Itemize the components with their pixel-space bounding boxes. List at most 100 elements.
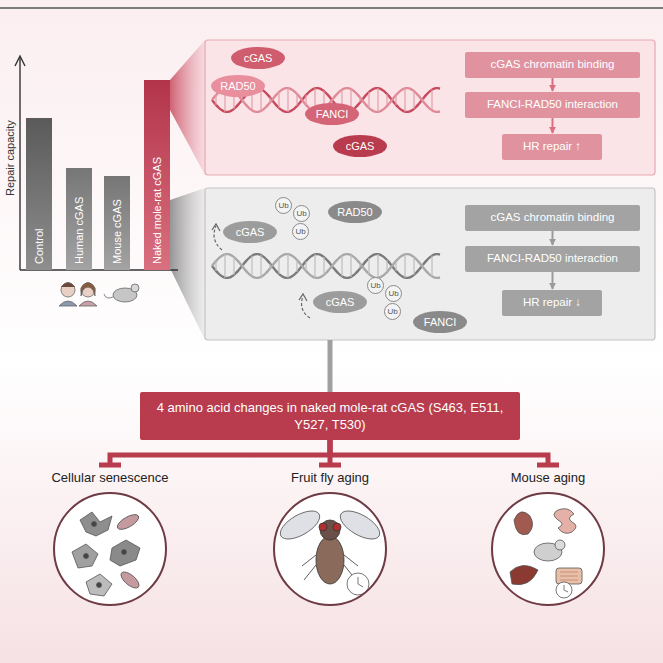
- ellipse-shape: [336, 505, 384, 544]
- base-pair: [287, 254, 288, 278]
- base-pair: [341, 256, 342, 277]
- circle-shape: [122, 550, 127, 555]
- path-shape: [110, 540, 140, 566]
- box-text: 4 amino acid changes in naked mole-rat c…: [150, 399, 510, 433]
- circle-ground: [275, 494, 385, 604]
- circle-shape: [92, 522, 97, 527]
- rect-shape: [556, 568, 582, 584]
- path-shape: [299, 294, 307, 301]
- path-shape: [104, 294, 113, 298]
- flow-arrow: [552, 231, 554, 245]
- box-text: cGAS chromatin binding: [490, 210, 614, 226]
- mouse-organs: [510, 509, 582, 598]
- base-pair: [368, 92, 369, 108]
- path-shape: [81, 283, 95, 297]
- base-pair: [287, 88, 288, 112]
- path-shape: [61, 283, 75, 288]
- path-shape: [59, 301, 77, 306]
- circle-heading: Mouse aging: [475, 470, 621, 486]
- panel: [205, 188, 655, 340]
- box-text: FANCI-RAD50 interaction: [487, 97, 618, 113]
- path-shape: [79, 301, 97, 306]
- base-pair: [233, 257, 234, 275]
- base-pair: [377, 88, 378, 112]
- fruit-fly: [276, 505, 384, 595]
- ubiquitin-tag: Ub: [385, 285, 402, 302]
- base-pair: [296, 260, 297, 272]
- ubiquitin-tag: Ub: [275, 197, 292, 214]
- base-pair: [215, 261, 216, 271]
- circle-shape: [81, 283, 95, 297]
- ellipse-shape: [115, 512, 141, 533]
- inhibition-line: [110, 440, 330, 465]
- bar-label: Naked mole-rat cGAS: [151, 157, 163, 264]
- base-pair: [305, 95, 306, 105]
- link-line: [328, 340, 333, 392]
- path-shape: [302, 555, 358, 580]
- process-box: cGAS chromatin binding: [465, 52, 640, 78]
- box-text: FANCI-RAD50 interaction: [487, 251, 618, 267]
- circle-shape: [347, 573, 369, 595]
- process-box: cGAS chromatin binding: [465, 205, 640, 231]
- bar-label: Human cGAS: [73, 197, 85, 264]
- highlight-wedge: [170, 188, 205, 340]
- base-pair: [332, 265, 333, 268]
- base-pair: [260, 255, 261, 277]
- circle-ground: [493, 494, 603, 604]
- circle-shape: [61, 283, 75, 297]
- base-pair: [278, 258, 279, 274]
- base-pair: [242, 99, 243, 102]
- bar-label: Control: [33, 229, 45, 264]
- dna-helix: [212, 254, 440, 278]
- circle-shape: [319, 523, 327, 531]
- path-shape: [86, 574, 112, 596]
- base-pair: [413, 257, 414, 275]
- line-shape: [19, 58, 20, 270]
- path-shape: [358, 577, 363, 587]
- path-shape: [554, 509, 576, 534]
- g-shape: [216, 254, 432, 278]
- protein-blob: RAD50: [211, 75, 265, 97]
- protein-blob: cGAS: [223, 221, 277, 243]
- path-shape: [214, 226, 222, 250]
- base-pair: [260, 89, 261, 111]
- path-shape: [212, 224, 220, 231]
- circle-heading: Fruit fly aging: [257, 470, 403, 486]
- base-pair: [422, 99, 423, 102]
- path-shape: [560, 572, 578, 580]
- base-pair: [305, 261, 306, 271]
- protein-name: FANCI: [424, 315, 456, 330]
- outcome-circle: Cellular senescence: [37, 470, 183, 606]
- base-pair: [395, 95, 396, 105]
- protein-name: FANCI: [316, 107, 348, 122]
- chart-axes: [15, 56, 178, 270]
- base-pair: [368, 258, 369, 274]
- outcome-circle: Mouse aging: [475, 470, 621, 606]
- base-pair: [269, 98, 270, 103]
- ubiquitin-tag: Ub: [293, 205, 310, 222]
- flow-arrow: [552, 78, 554, 91]
- base-pair: [251, 256, 252, 277]
- circle-outline: [491, 492, 605, 606]
- bar: Control: [26, 118, 52, 270]
- path-shape: [80, 512, 112, 536]
- protein-name: cGAS: [236, 225, 265, 240]
- base-pair: [395, 261, 396, 271]
- circle-shape: [97, 583, 102, 588]
- ubiquitin-tag: Ub: [292, 223, 309, 240]
- bar: Human cGAS: [66, 168, 92, 270]
- axis-label: Repair capacity: [4, 120, 16, 196]
- protein-name: RAD50: [220, 79, 255, 94]
- base-pair: [269, 264, 270, 269]
- base-pair: [242, 265, 243, 268]
- circle-shape: [131, 284, 139, 292]
- base-pair: [413, 91, 414, 109]
- mutation-box: 4 amino acid changes in naked mole-rat c…: [140, 392, 520, 440]
- outcome-circle: Fruit fly aging: [257, 470, 403, 606]
- base-pair: [215, 95, 216, 105]
- base-pair: [332, 99, 333, 102]
- protein-blob: RAD50: [328, 201, 382, 223]
